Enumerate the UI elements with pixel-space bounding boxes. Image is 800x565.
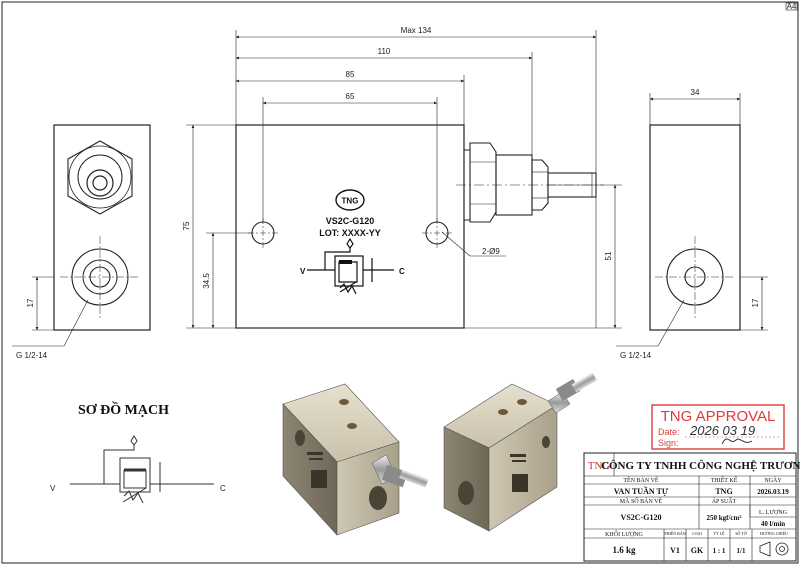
tb-val-r1c3: 2026.03.19 bbox=[757, 488, 789, 496]
approval-title: TNG APPROVAL bbox=[661, 408, 776, 425]
fitting-bore bbox=[92, 175, 108, 191]
tng-logo-text: TNG bbox=[342, 197, 359, 206]
tb-hdr-r2c1: MÃ SỐ BẢN VẼ bbox=[620, 497, 663, 505]
body-port-v: V bbox=[300, 267, 306, 276]
schematic-port-v: V bbox=[50, 484, 56, 493]
approval-date-label: Date: bbox=[658, 427, 680, 437]
tb-val-mass: 1.6 kg bbox=[612, 545, 636, 555]
title-block-company: CÔNG TY TNHH CÔNG NGHỆ TRƯƠNG bbox=[601, 459, 800, 472]
dim-34-right bbox=[649, 93, 768, 331]
callout-port-left: G 1/2-14 bbox=[16, 351, 48, 360]
tng-logo-oval bbox=[335, 189, 365, 211]
tb-hdr-r1c1: TÊN BẢN VẼ bbox=[623, 476, 659, 484]
tb-hdr-version: PHIÊN BẢN bbox=[664, 531, 685, 536]
iso-view-front bbox=[282, 383, 429, 536]
tb-hdr-r1c2: THIẾT KẾ bbox=[711, 476, 738, 484]
dim-34: 34 bbox=[691, 88, 700, 97]
dim-max-134: Max 134 bbox=[401, 26, 432, 35]
approval-date-value: 2026 03 19 bbox=[689, 423, 755, 438]
tb-hdr-r2c2: ÁP SUẤT bbox=[712, 497, 737, 505]
hex-fitting bbox=[67, 140, 133, 215]
right-side-view bbox=[649, 124, 741, 331]
front-body-marking: TNG VS2C-G120 LOT: XXXX-YY V C bbox=[300, 189, 405, 295]
tb-val-r2c1: VS2C-G120 bbox=[621, 513, 662, 522]
callout-port-right: G 1/2-14 bbox=[620, 351, 652, 360]
dim-75: 75 bbox=[182, 221, 191, 230]
leader-holes bbox=[441, 231, 506, 257]
dim-17-left bbox=[32, 276, 54, 331]
right-view-outline bbox=[649, 124, 741, 331]
circuit-schematic bbox=[70, 435, 214, 504]
body-lot: LOT: XXXX-YY bbox=[319, 228, 381, 238]
dim-65: 65 bbox=[346, 92, 355, 101]
dim-51: 51 bbox=[604, 251, 613, 260]
approval-sign-label: Sign: bbox=[658, 438, 679, 448]
body-valve-symbol bbox=[307, 237, 394, 295]
hex-chamfer-circle bbox=[68, 145, 132, 209]
fitting-ring-outer bbox=[77, 154, 123, 200]
tb-val-sheet: 1/1 bbox=[737, 547, 746, 555]
tb-hdr-r1c3: NGÀY bbox=[764, 476, 782, 484]
tb-hdr-type: LOẠI bbox=[692, 531, 702, 536]
tb-val-version: V1 bbox=[670, 546, 680, 555]
lock-nut bbox=[531, 159, 549, 211]
dim-110: 110 bbox=[378, 47, 391, 56]
callout-holes: 2-Ø9 bbox=[482, 247, 500, 256]
leader-port-right bbox=[616, 299, 685, 347]
schematic-title: SƠ ĐỒ MẠCH bbox=[78, 400, 169, 418]
front-view bbox=[235, 124, 604, 329]
approval-stamp: TNG APPROVAL Date: 2026 03 19 Sign: bbox=[651, 404, 785, 450]
tb-val-r1c2: TNG bbox=[715, 487, 732, 496]
body-port-c: C bbox=[399, 267, 405, 276]
iso-view-back bbox=[443, 372, 597, 532]
sheet-size-box bbox=[785, 2, 798, 11]
dim-horizontal-front bbox=[235, 30, 597, 222]
tb-val-r2c3: 40 l/min bbox=[761, 520, 785, 528]
title-block: TNG CÔNG TY TNHH CÔNG NGHỆ TRƯƠNG TÊN BẢ… bbox=[583, 452, 800, 562]
tb-val-type: GK bbox=[691, 546, 704, 555]
tb-hdr-scale: TỶ LỆ bbox=[713, 531, 725, 536]
left-view-outline bbox=[53, 124, 151, 331]
sheet-size-label: A4 bbox=[787, 2, 797, 11]
title-block-logo: TNG bbox=[588, 460, 611, 472]
tb-hdr-projection: HƯỚNG CHIẾU bbox=[760, 531, 788, 536]
front-view-outline bbox=[235, 124, 465, 329]
dim-85: 85 bbox=[346, 70, 355, 79]
iso2-marking bbox=[510, 454, 528, 492]
tb-hdr-r2c3: L. LƯỢNG bbox=[759, 509, 788, 516]
leader-port-left bbox=[12, 299, 89, 347]
body-model: VS2C-G120 bbox=[326, 216, 375, 226]
dim-17-right: 17 bbox=[751, 298, 760, 307]
dim-34-5: 34.5 bbox=[202, 273, 211, 289]
schematic-port-c: C bbox=[220, 484, 226, 493]
projection-symbol-icon bbox=[759, 541, 789, 557]
tb-hdr-sheet: SỐ TỜ bbox=[735, 531, 747, 536]
approval-signature bbox=[721, 438, 753, 445]
tb-hdr-mass: KHỐI LƯỢNG bbox=[605, 530, 643, 538]
fitting-ring-inner bbox=[86, 169, 114, 197]
dim-17-left-label: 17 bbox=[26, 298, 35, 307]
tb-val-r2c2: 250 kgf/cm² bbox=[707, 514, 742, 522]
tb-val-scale: 1 : 1 bbox=[713, 547, 726, 555]
dim-vertical-front bbox=[186, 124, 622, 329]
iso1-marking bbox=[307, 452, 327, 488]
tb-val-r1c1: VAN TUẦN TỰ bbox=[614, 486, 669, 496]
left-side-view bbox=[53, 124, 151, 331]
fitting-nut bbox=[469, 142, 497, 223]
